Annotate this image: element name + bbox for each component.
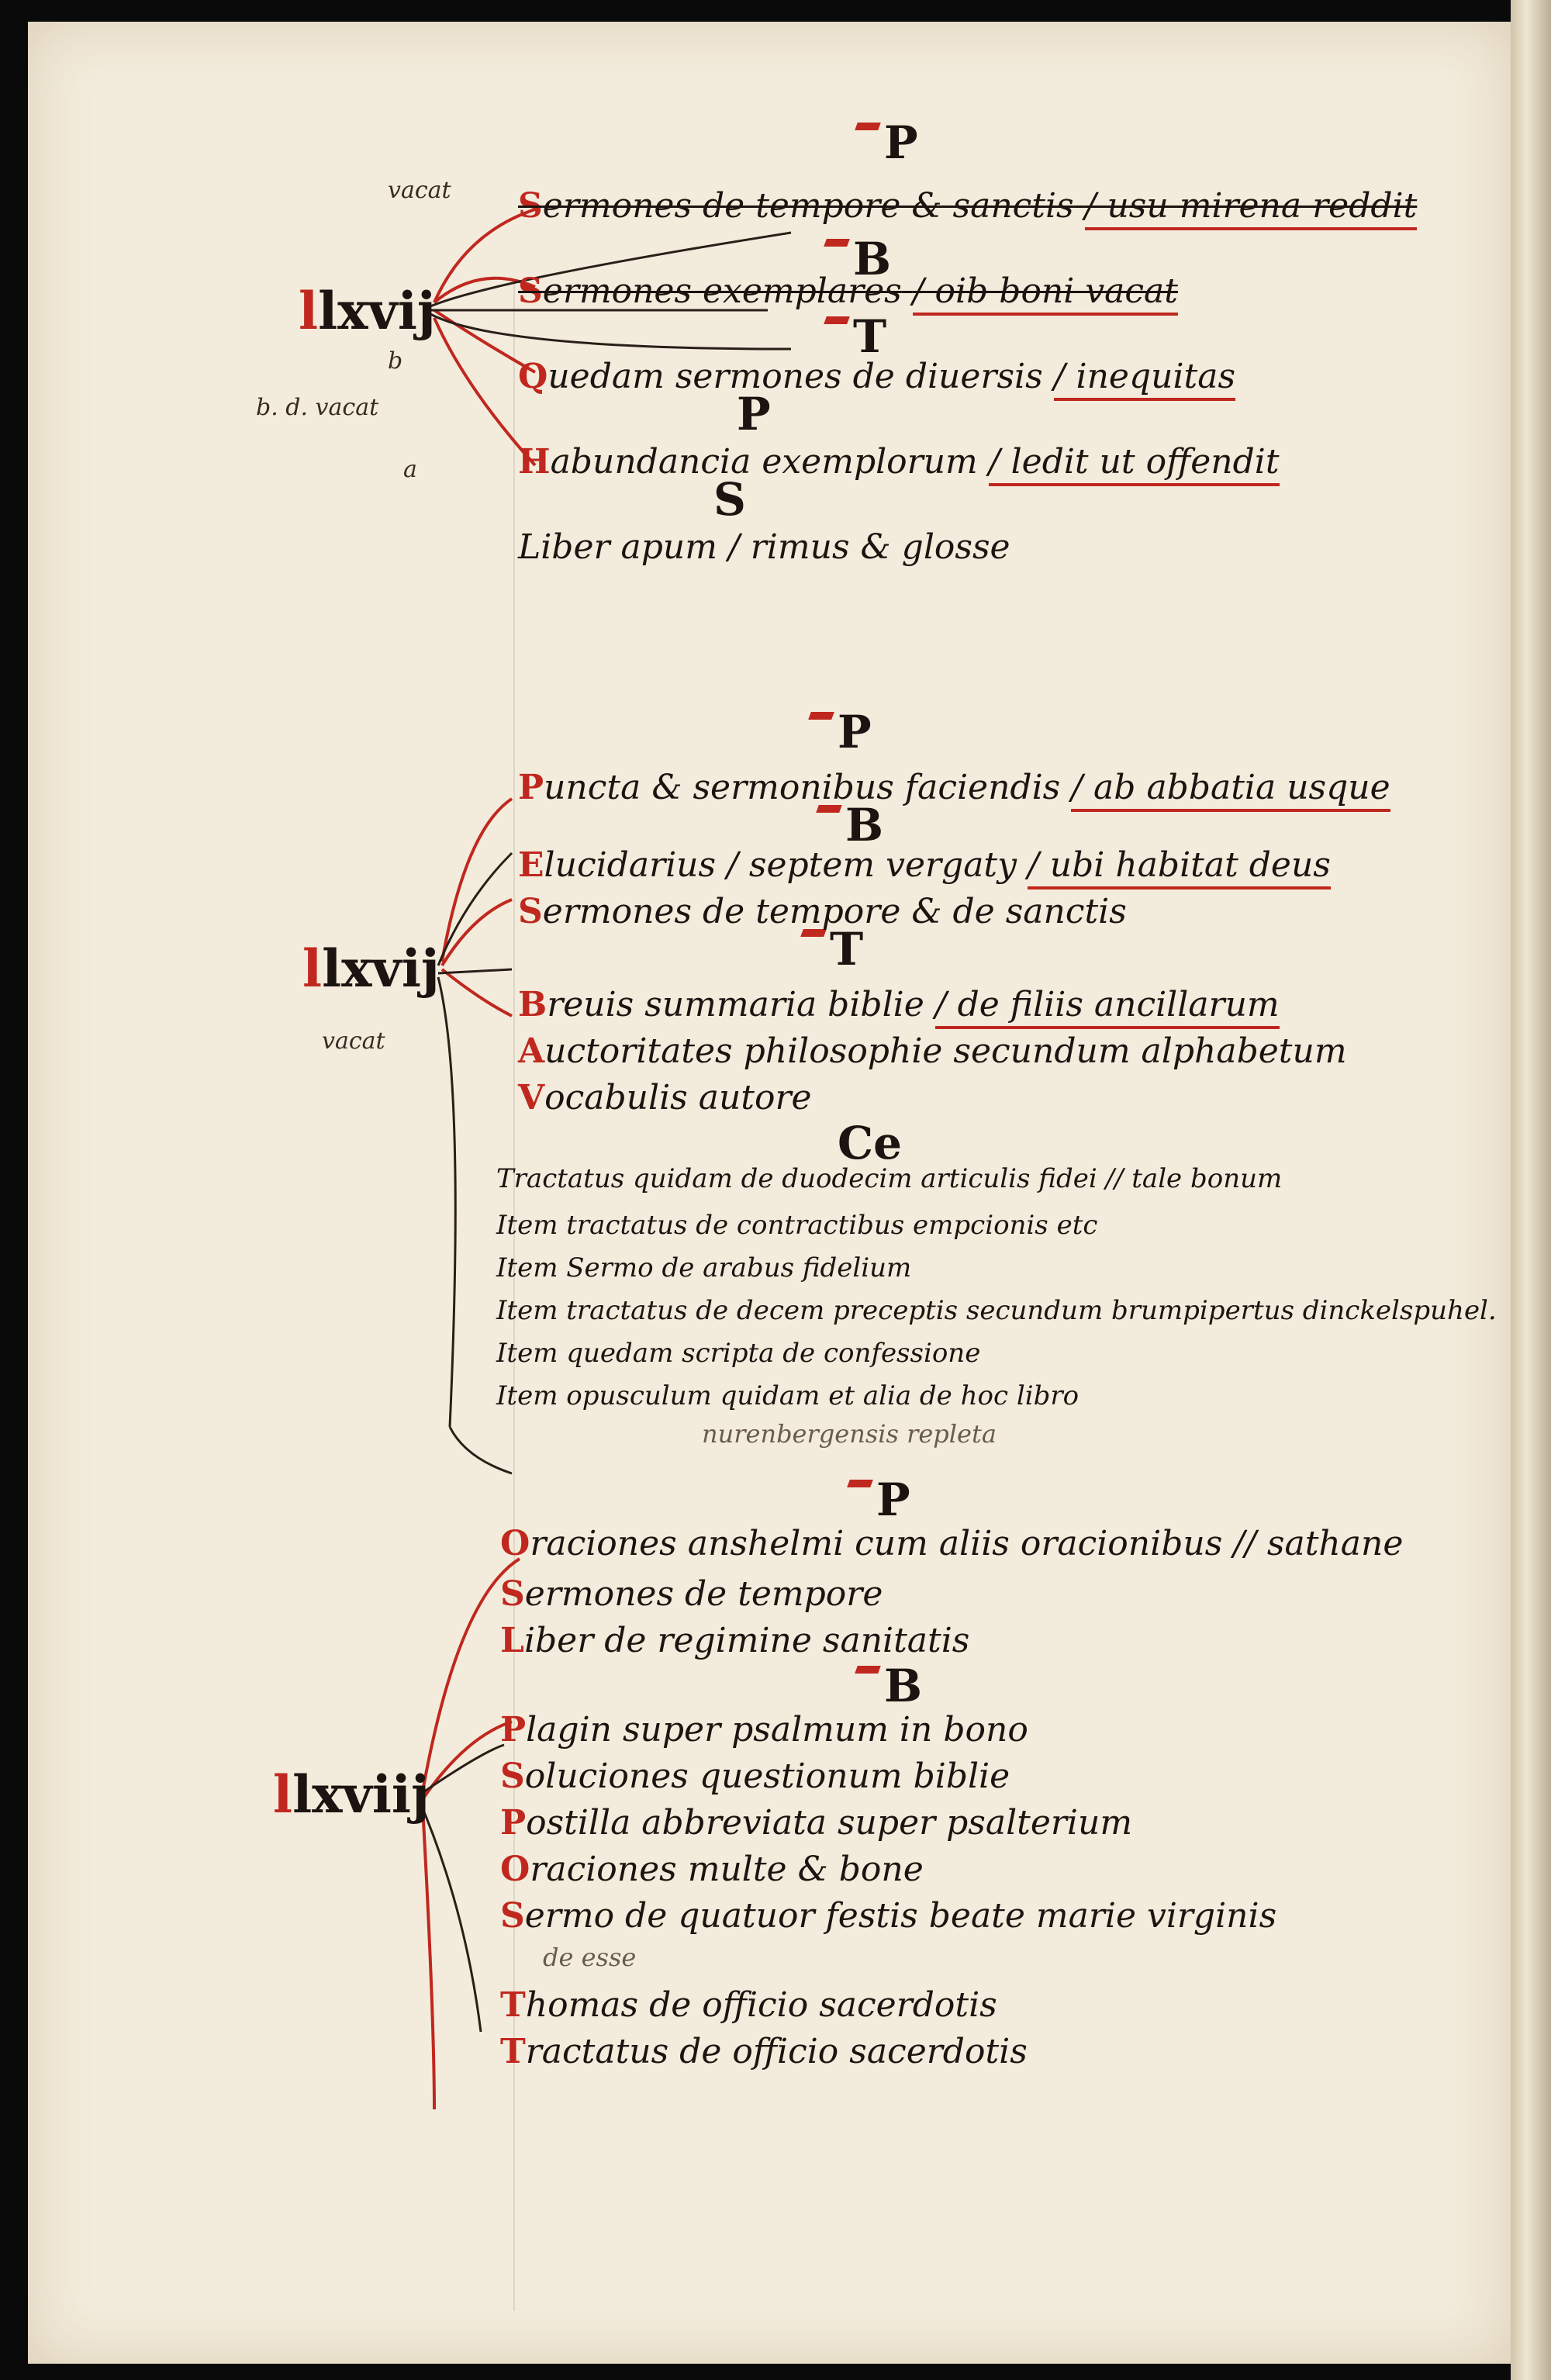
- shelf-number: llxviij: [273, 1764, 430, 1825]
- catalog-entry: Postilla abbreviata super psalterium: [500, 1803, 1133, 1843]
- catalog-entry: Habundancia exemplorum / ledit ut offend…: [518, 442, 1280, 486]
- section-letter: S: [713, 473, 746, 526]
- ruling-line: [513, 279, 515, 2311]
- catalog-entry: Liber de regimine sanitatis: [500, 1621, 970, 1660]
- catalog-entry: Oraciones anshelmi cum aliis oracionibus…: [500, 1524, 1404, 1563]
- catalog-entry: Sermones de tempore & sanctis / usu mire…: [518, 186, 1418, 230]
- catalog-entry: Liber apum / rimus & glosse: [518, 527, 1010, 567]
- book-gutter: [1511, 0, 1551, 2380]
- section-letter: P: [847, 1473, 910, 1526]
- catalog-entry: Breuis summaria biblie / de filiis ancil…: [518, 985, 1280, 1029]
- catalog-entry: Plagin super psalmum in bono: [500, 1710, 1028, 1750]
- catalog-entry: Auctoritates philosophie secundum alphab…: [518, 1031, 1347, 1071]
- margin-note: a: [403, 456, 417, 483]
- catalog-entry: Sermones de tempore & de sanctis: [518, 892, 1127, 931]
- section-letter: P: [855, 116, 918, 169]
- shelf-number: llxvij: [302, 938, 440, 999]
- manuscript-page: [28, 22, 1511, 2364]
- margin-note: b. d. vacat: [256, 394, 379, 421]
- catalog-entry: Soluciones questionum biblie: [500, 1757, 1010, 1796]
- section-letter: T: [824, 310, 886, 363]
- section-letter: B: [824, 233, 891, 285]
- section-letter: P: [808, 706, 872, 758]
- treatise-line: Item opusculum quidam et alia de hoc lib…: [496, 1380, 1079, 1411]
- faint-line: de esse: [543, 1943, 637, 1972]
- section-letter: Ce: [838, 1117, 903, 1169]
- section-letter: B: [816, 799, 883, 851]
- section-letter: P: [737, 388, 771, 440]
- catalog-entry: Elucidarius / septem vergaty / ubi habit…: [518, 845, 1331, 889]
- treatise-line: Item Sermo de arabus fidelium: [496, 1252, 912, 1283]
- section-letter: B: [855, 1660, 922, 1712]
- catalog-entry: Puncta & sermonibus faciendis / ab abbat…: [518, 768, 1390, 812]
- catalog-entry: Oraciones multe & bone: [500, 1850, 924, 1889]
- catalog-entry: Sermones de tempore: [500, 1574, 883, 1614]
- section-letter: T: [800, 923, 863, 976]
- catalog-entry: Quedam sermones de diuersis / inequitas: [518, 357, 1236, 401]
- margin-note: vacat: [322, 1028, 385, 1055]
- shelf-number: llxvij: [299, 281, 436, 341]
- treatise-line: Item tractatus de contractibus empcionis…: [496, 1210, 1098, 1241]
- catalog-entry: Sermo de quatuor festis beate marie virg…: [500, 1896, 1277, 1936]
- margin-note: b: [388, 347, 403, 375]
- treatise-note: nurenbergensis repleta: [702, 1419, 997, 1449]
- margin-note: vacat: [388, 177, 451, 204]
- treatise-line: Tractatus quidam de duodecim articulis f…: [496, 1163, 1283, 1194]
- treatise-line: Item quedam scripta de confessione: [496, 1338, 981, 1369]
- catalog-entry: Tractatus de officio sacerdotis: [500, 2032, 1028, 2071]
- catalog-entry: Thomas de officio sacerdotis: [500, 1985, 997, 2025]
- catalog-entry: Sermones exemplares / oib boni vacat: [518, 271, 1178, 316]
- treatise-line: Item tractatus de decem preceptis secund…: [496, 1295, 1497, 1326]
- catalog-entry: Vocabulis autore: [518, 1078, 812, 1117]
